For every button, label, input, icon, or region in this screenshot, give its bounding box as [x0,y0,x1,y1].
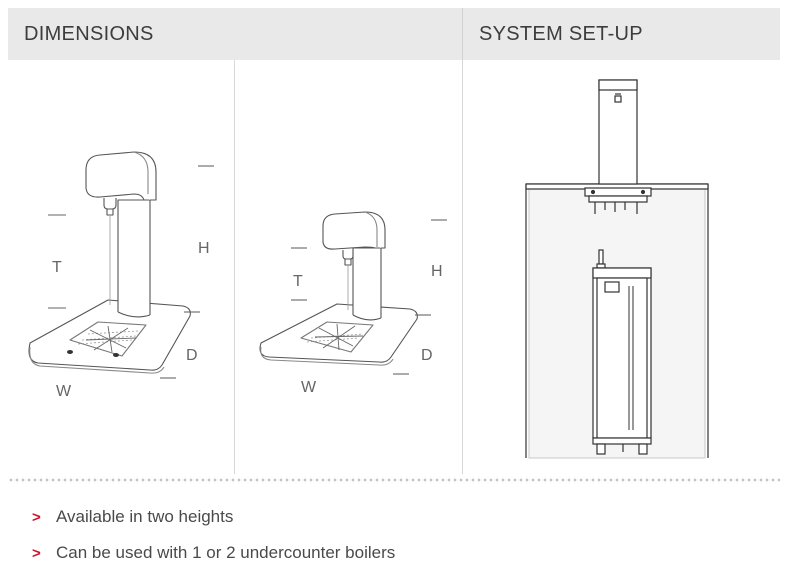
list-item: > Available in two heights [32,505,395,529]
feature-list: > Available in two heights > Can be used… [32,505,395,577]
diagram-panels: T H D W [8,60,780,474]
tap-small-label-h: H [431,263,443,280]
chevron-right-icon: > [32,508,41,526]
tap-small-diagram: T H D W [259,211,447,396]
tap-large-label-w: W [56,383,72,400]
system-setup-diagram [525,79,709,459]
chevron-right-icon: > [32,544,41,562]
tap-large-label-t: T [52,259,62,276]
tap-small-label-t: T [293,273,303,290]
tap-small-label-w: W [301,379,317,396]
dimensions-title: DIMENSIONS [24,22,154,45]
panel-divider [462,60,463,474]
list-item-text: Available in two heights [56,507,234,526]
tap-small-label-d: D [421,347,433,364]
section-header: DIMENSIONS SYSTEM SET-UP [8,8,780,60]
tap-large-label-d: D [186,347,198,364]
list-item: > Can be used with 1 or 2 undercounter b… [32,541,395,565]
system-setup-title: SYSTEM SET-UP [462,8,780,60]
dotted-separator [8,478,780,482]
panel-divider [234,60,235,474]
tap-large-diagram: T H D W [28,151,214,400]
list-item-text: Can be used with 1 or 2 undercounter boi… [56,543,396,562]
tap-large-label-h: H [198,240,210,257]
